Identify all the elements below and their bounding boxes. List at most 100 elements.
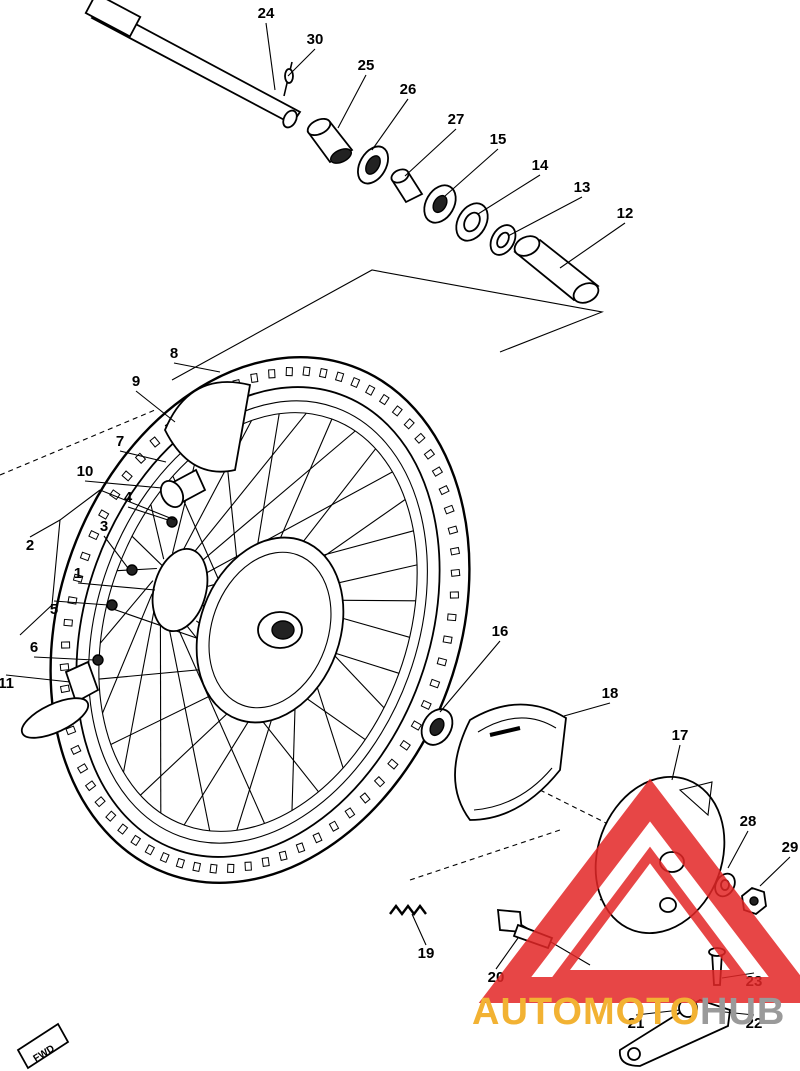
tread-knob: [399, 739, 411, 751]
tread-knob: [88, 530, 100, 541]
tread-knob: [436, 657, 448, 667]
tread-knob: [285, 366, 293, 377]
tread-knob: [76, 763, 89, 774]
circlip: [489, 224, 517, 256]
leader-line: [337, 74, 367, 129]
tread-knob: [98, 509, 110, 520]
automotohub-wordmark: AUTOMOTO HUB: [472, 991, 784, 1033]
tread-knob: [59, 684, 71, 694]
tread-knob: [209, 863, 218, 874]
tread-knob: [227, 863, 235, 874]
part-label: 3: [100, 518, 108, 535]
leader-line: [477, 174, 541, 215]
tread-knob: [105, 810, 117, 822]
part-label: 15: [490, 131, 507, 148]
part-label: 9: [132, 373, 140, 390]
bearing-upper: [423, 184, 457, 224]
tread-knob: [423, 448, 436, 460]
leader-line: [53, 600, 109, 606]
part-label: 26: [400, 81, 417, 98]
oil-seal: [357, 145, 389, 185]
part-label: 14: [532, 157, 549, 174]
tread-knob: [244, 861, 252, 871]
spoke: [101, 593, 153, 714]
tread-knob: [442, 635, 453, 644]
leader-line: [173, 362, 221, 373]
part-label: 17: [672, 727, 689, 744]
spoke: [191, 412, 307, 556]
leader-line: [103, 535, 129, 569]
tread-knob: [387, 758, 399, 770]
part-label: 8: [170, 345, 178, 362]
return-spring: [389, 904, 427, 916]
tread-knob: [192, 861, 202, 873]
spacer: [306, 117, 354, 164]
tread-knob: [429, 678, 441, 689]
part-label: 1: [74, 565, 82, 582]
tread-knob: [344, 807, 356, 819]
leader-line: [119, 450, 167, 463]
tread-knob: [278, 850, 288, 861]
tread-knob: [117, 823, 129, 835]
part-label: 13: [574, 179, 591, 196]
tread-knob: [121, 470, 133, 482]
part-label: 29: [782, 839, 799, 856]
tread-knob: [70, 744, 82, 756]
tread-knob: [364, 384, 376, 396]
tread-knob: [84, 780, 97, 792]
rim-lock: [20, 660, 100, 739]
leader-line: [127, 506, 169, 521]
brake-shoes: [454, 703, 567, 821]
forward-direction-marker: FWD: [16, 1022, 70, 1070]
tread-knob: [449, 546, 461, 556]
tread-knob: [373, 776, 386, 788]
tread-knob: [414, 432, 426, 444]
part-label: 25: [358, 57, 375, 74]
tread-knob: [334, 371, 345, 383]
tread-knob: [447, 525, 459, 535]
part-label: 2: [26, 537, 34, 554]
part-label: 6: [30, 639, 38, 656]
tread-knob: [302, 366, 311, 377]
hub: [151, 536, 345, 724]
axle: [84, 0, 302, 129]
part-label: 27: [448, 111, 465, 128]
leader-line: [671, 744, 681, 781]
tread-knob: [350, 376, 361, 389]
spoke: [199, 430, 356, 564]
leader-line: [559, 222, 626, 269]
part-label: 11: [0, 675, 14, 692]
spoke: [171, 452, 199, 554]
bearing-lower: [420, 708, 454, 746]
tread-knob: [443, 504, 455, 515]
tread-knob: [312, 832, 323, 844]
watermark-text-left: AUTOMOTO: [472, 991, 700, 1033]
tread-knob: [94, 796, 106, 808]
tread-knob: [175, 857, 186, 869]
tread-knob: [359, 792, 371, 804]
part-label: 5: [50, 601, 58, 618]
tread-knob: [59, 663, 70, 672]
tread-knob: [431, 466, 444, 477]
tube-and-rim-band: [159, 381, 252, 509]
leader-line: [727, 830, 749, 869]
leader-line: [563, 702, 611, 717]
part-label: 21: [628, 1015, 645, 1032]
spoke: [167, 624, 211, 831]
tread-knob: [65, 725, 77, 736]
leader-line: [33, 656, 95, 661]
automotohub-logo: [478, 778, 800, 1003]
leader-line: [635, 1009, 681, 1016]
tread-knob: [79, 551, 91, 562]
part-label: 24: [258, 5, 275, 22]
leader-line: [411, 913, 427, 946]
part-label: 28: [740, 813, 757, 830]
leader-line: [704, 1009, 755, 1016]
spoke: [150, 504, 165, 560]
tread-knob: [63, 618, 73, 627]
tread-knob: [159, 851, 170, 864]
tread-knob: [261, 857, 270, 867]
leader-line: [84, 480, 163, 489]
